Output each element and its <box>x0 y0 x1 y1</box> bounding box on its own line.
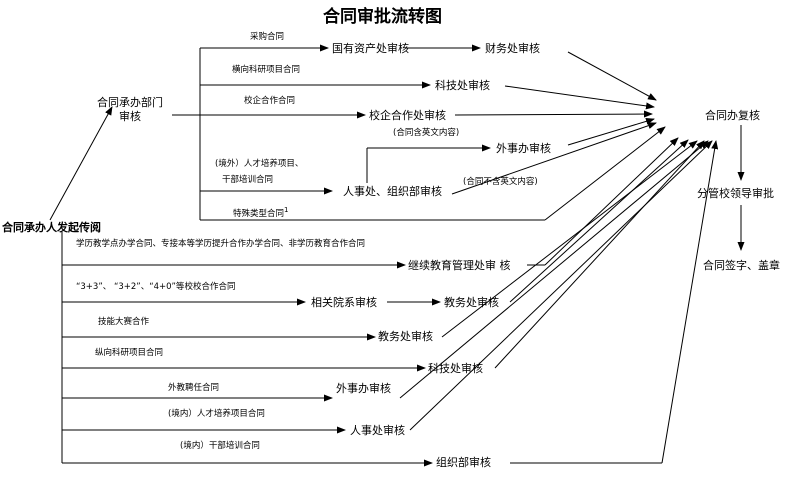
edge-contedu-to-office <box>544 137 679 266</box>
label-special-type-sup: 1 <box>284 206 289 214</box>
edge-org-to-office <box>661 140 719 464</box>
node-state-asset: 国有资产处审核 <box>332 42 409 55</box>
label-overseas-talent: (境外）人才培养项目、 <box>215 159 304 169</box>
edge-edu2-to-office <box>441 140 698 338</box>
edge-finance1-to-office <box>567 51 657 101</box>
label-domestic-talent: (境内）人才培养项目合同 <box>168 409 265 419</box>
label-domestic-cadre: (境内）干部培训合同 <box>180 441 260 451</box>
edge-coop-to-office <box>454 110 653 118</box>
page-title: 合同审批流转图 <box>323 7 442 27</box>
label-foreign-teacher: 外教聘任合同 <box>168 383 220 393</box>
node-edu-affairs-1: 教务处审核 <box>444 296 499 309</box>
edge-scitech2-to-office <box>494 140 705 369</box>
label-contains-english: (合同含英文内容) <box>393 128 460 138</box>
label-procurement: 采购合同 <box>250 32 285 42</box>
edge-special-to-office <box>544 126 666 221</box>
edge-initiator-to-dept <box>49 106 113 221</box>
label-special-type-text: 特殊类型合同 <box>233 208 285 219</box>
label-joint-programs: “3+3”、 “3+2”、“4+0”等校校合作合同 <box>76 282 236 292</box>
node-related-dept: 相关院系审核 <box>311 296 377 309</box>
label-horizontal-research: 横向科研项目合同 <box>232 65 301 75</box>
node-coop-office: 校企合作处审核 <box>369 109 446 122</box>
node-edu-affairs-2: 教务处审核 <box>378 330 433 343</box>
node-foreign-1: 外事办审核 <box>496 142 551 155</box>
node-sci-tech-2: 科技处审核 <box>428 362 483 375</box>
edge-scitech1-to-office <box>504 85 655 110</box>
label-cadre-training: 干部培训合同 <box>222 175 274 185</box>
node-hr-org: 人事处、组织部审核 <box>343 185 442 198</box>
edge-edu1-to-office <box>509 139 689 303</box>
node-finance-1: 财务处审核 <box>485 42 540 55</box>
edge-hr2-to-office <box>409 140 713 431</box>
node-cont-edu: 继续教育管理处审 核 <box>408 259 511 272</box>
node-sign-seal: 合同签字、盖章 <box>703 259 780 272</box>
edge-hr-to-office <box>451 122 657 195</box>
node-hr: 人事处审核 <box>350 424 405 437</box>
label-no-english: (合同不含英文内容) <box>463 177 538 187</box>
node-foreign-2: 外事办审核 <box>336 382 391 395</box>
node-dept-line1: 合同承办部门 <box>97 96 163 109</box>
node-sci-tech-1: 科技处审核 <box>435 79 490 92</box>
edge-foreign2-to-office <box>399 140 709 399</box>
label-degree-programs: 学历教学点办学合同、专接本等学历提升合作办学合同、非学历教育合作合同 <box>76 239 366 249</box>
node-leader-approval: 分管校领导审批 <box>697 187 774 200</box>
node-office-review: 合同办复核 <box>705 109 760 122</box>
node-org: 组织部审核 <box>436 456 491 469</box>
label-school-enterprise: 校企合作合同 <box>244 96 296 106</box>
label-special-type: 特殊类型合同1 <box>233 206 289 219</box>
label-skills-competition: 技能大赛合作 <box>98 317 150 327</box>
label-vertical-research: 纵向科研项目合同 <box>95 348 164 358</box>
edge-foreign1-to-office <box>567 117 655 146</box>
node-dept-line2: 审核 <box>119 110 141 123</box>
node-initiator: 合同承办人发起传阅 <box>2 221 101 234</box>
